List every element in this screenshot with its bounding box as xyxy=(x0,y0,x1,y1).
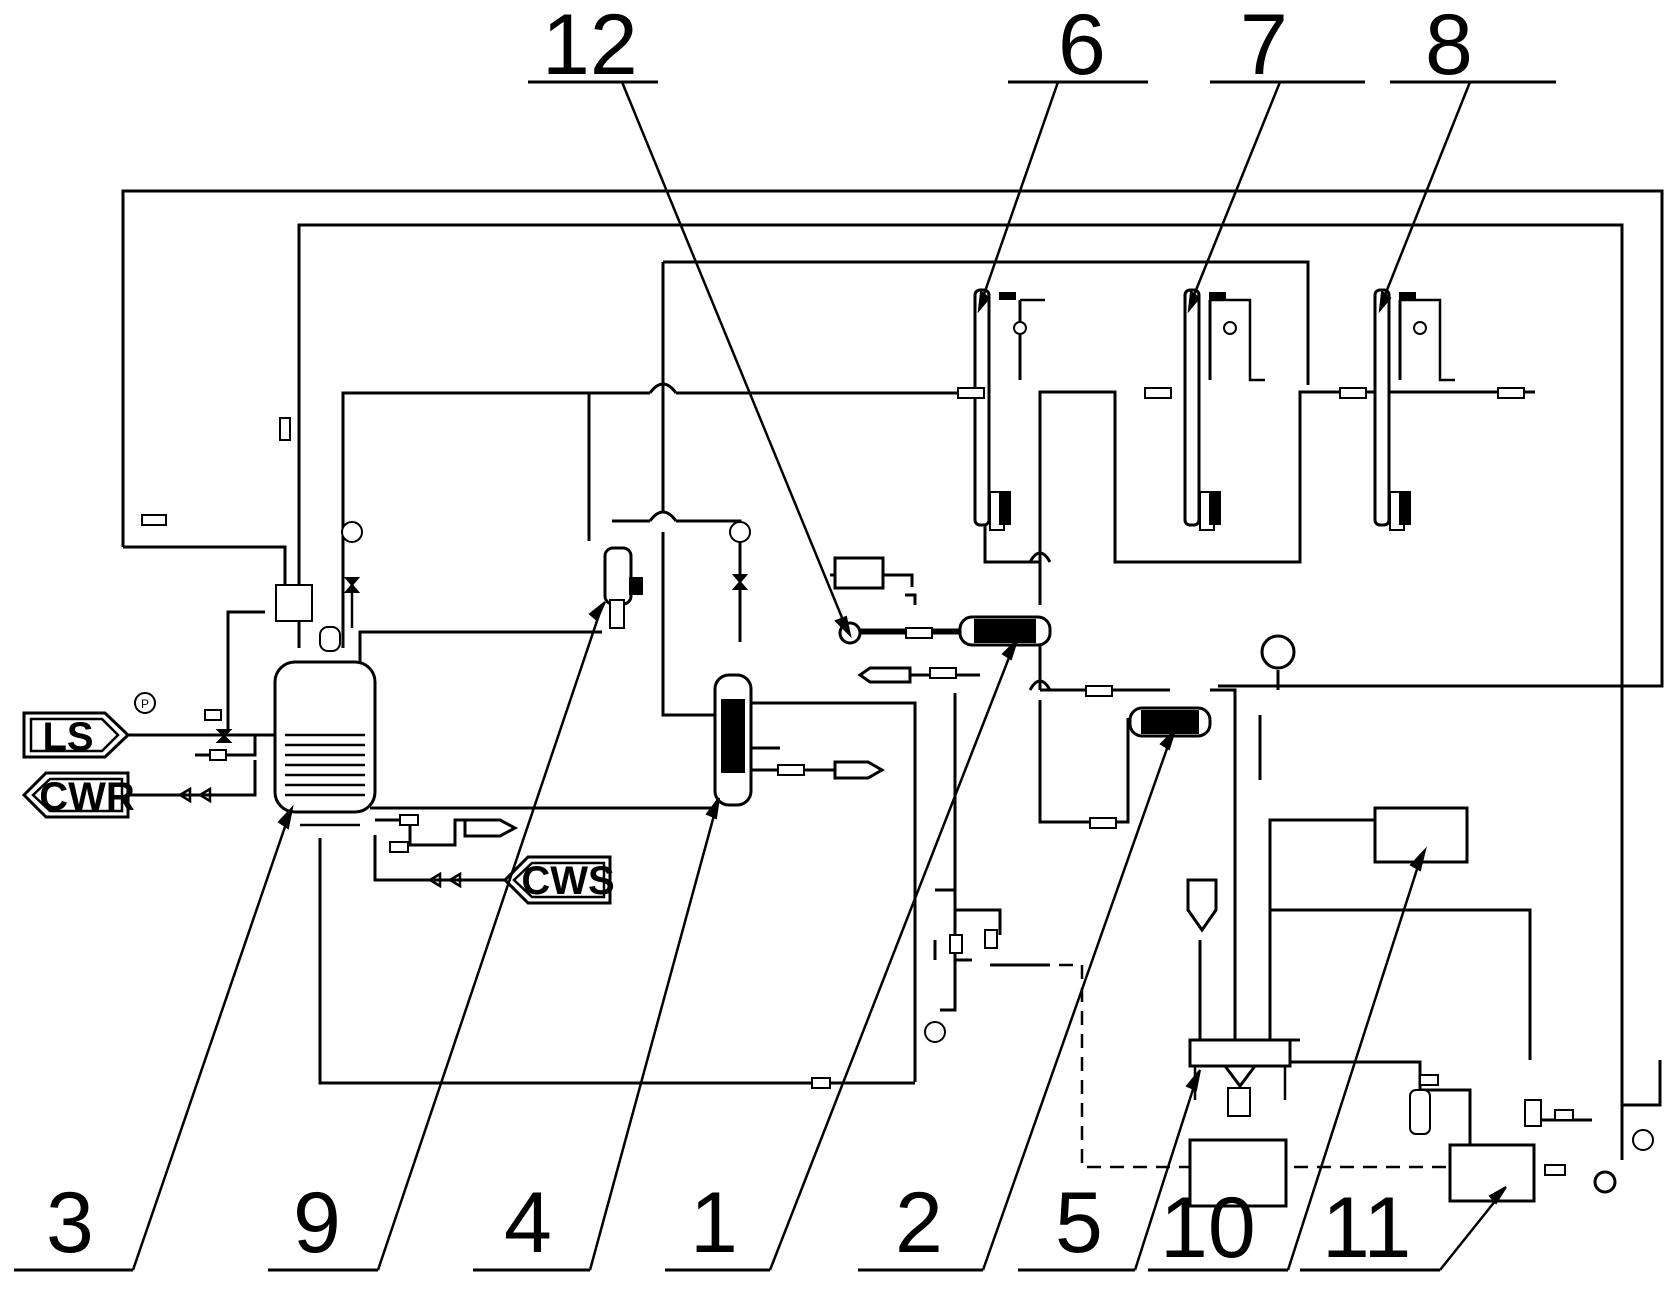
leader-lines xyxy=(14,80,1556,1272)
stream-tag-cwr: CWR xyxy=(21,771,135,819)
callout-4: 4 xyxy=(504,1175,552,1271)
callout-7: 7 xyxy=(1240,0,1288,93)
callout-1: 1 xyxy=(690,1175,738,1271)
callout-12: 12 xyxy=(542,0,638,93)
stream-tag-ls: LS xyxy=(22,711,131,759)
callout-labels: 12 6 7 8 3 9 4 1 2 5 10 11 xyxy=(46,0,1473,1276)
hopper xyxy=(1186,878,1218,933)
column-7 xyxy=(1183,288,1237,531)
signal-line xyxy=(990,963,1450,1169)
pressure-indicators: P xyxy=(134,521,1654,1151)
stream-tag-ls-label: LS xyxy=(42,715,93,759)
callout-2: 2 xyxy=(895,1175,943,1271)
callout-6: 6 xyxy=(1058,0,1106,93)
callout-8: 8 xyxy=(1425,0,1473,93)
evaporator-vessel-3 xyxy=(273,584,377,827)
condenser-4 xyxy=(713,673,753,807)
outlet-arrows xyxy=(463,666,912,838)
separator-9 xyxy=(603,546,643,629)
stream-tag-cwr-label: CWR xyxy=(39,775,135,819)
callout-3: 3 xyxy=(46,1175,94,1271)
column-6 xyxy=(973,288,1027,531)
column-8 xyxy=(1373,288,1427,531)
piping-lines xyxy=(121,189,1664,1160)
stream-tag-cws-label: CWS xyxy=(521,859,614,903)
valves xyxy=(141,387,1574,1176)
gauge-drum xyxy=(1260,634,1296,670)
receiver-5 xyxy=(1188,1038,1292,1117)
heat-exchanger-2 xyxy=(1128,706,1212,738)
callout-5: 5 xyxy=(1055,1175,1103,1271)
pressure-indicator-label: P xyxy=(141,697,149,711)
callout-10: 10 xyxy=(1160,1180,1256,1276)
line-crossovers xyxy=(648,382,1052,691)
stream-tag-cws: CWS xyxy=(502,855,615,905)
heat-exchanger-1 xyxy=(958,615,1052,647)
tank-11 xyxy=(1409,1089,1617,1203)
callout-11: 11 xyxy=(1322,1180,1411,1276)
callout-9: 9 xyxy=(293,1175,341,1271)
